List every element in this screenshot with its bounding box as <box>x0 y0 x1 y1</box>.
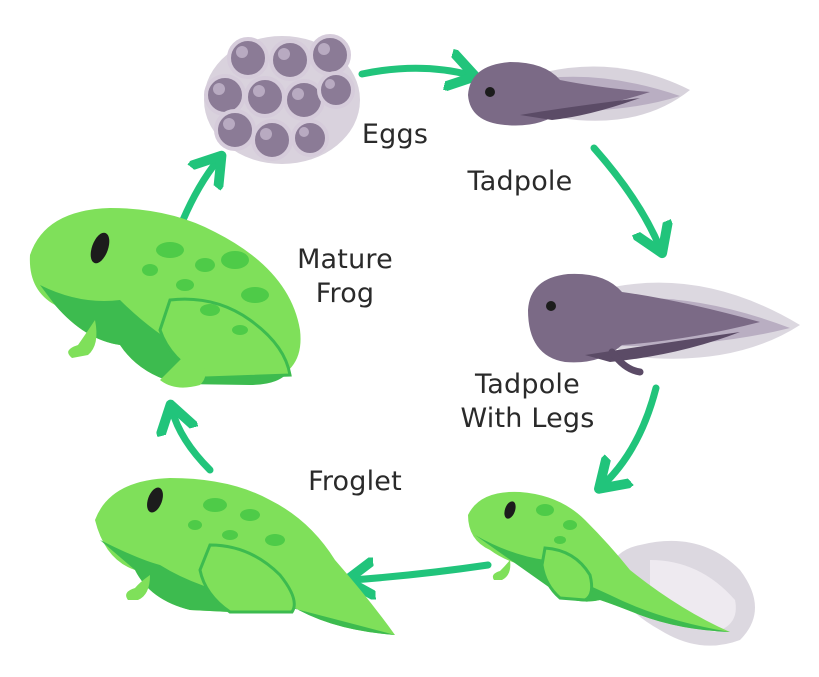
label-mature-frog-line1: Mature <box>275 243 415 277</box>
label-froglet: Froglet <box>285 465 425 499</box>
arrow-eggs-to-tadpole <box>362 68 470 75</box>
label-tadpole-with-legs-line2: With Legs <box>440 402 615 436</box>
eggs-illustration <box>204 36 360 164</box>
label-tadpole: Tadpole <box>445 165 595 199</box>
label-mature-frog-line2: Frog <box>275 277 415 311</box>
label-tadpole-with-legs: Tadpole With Legs <box>440 368 615 436</box>
tadpole-illustration <box>468 62 690 125</box>
label-tadpole-with-legs-line1: Tadpole <box>440 368 615 402</box>
label-mature-frog: Mature Frog <box>275 243 415 311</box>
arrow-mature-to-eggs <box>183 160 218 220</box>
label-eggs: Eggs <box>340 118 450 152</box>
mature-frog-illustration <box>30 208 301 388</box>
arrow-froglet-to-legs-reverse <box>352 565 488 580</box>
arrow-tadpole-to-legs <box>594 148 660 248</box>
froglet-illustration <box>95 478 395 635</box>
young-frog-with-tail-illustration <box>468 492 755 646</box>
arrow-froglet-to-mature <box>172 410 210 470</box>
tadpole-with-legs-illustration <box>528 274 800 372</box>
